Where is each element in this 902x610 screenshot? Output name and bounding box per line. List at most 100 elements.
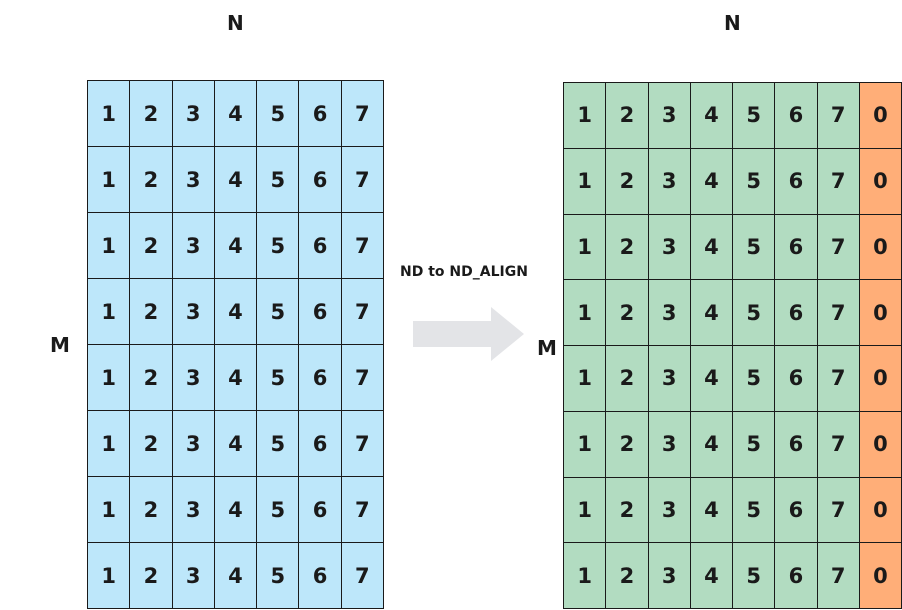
matrix-cell: 2 [130, 411, 173, 477]
matrix-cell: 1 [88, 411, 131, 477]
matrix-cell: 4 [690, 148, 733, 215]
matrix-cell: 3 [648, 280, 691, 346]
matrix-cell: 3 [648, 411, 691, 478]
matrix-cell: 6 [299, 477, 342, 543]
matrix-cell: 4 [690, 543, 733, 609]
matrix-cell: 1 [564, 214, 607, 281]
matrix-cell: 6 [299, 213, 342, 279]
matrix-cell: 4 [214, 213, 258, 279]
matrix-cell: 6 [775, 280, 818, 346]
matrix-cell: 6 [299, 279, 342, 345]
matrix-cell: 1 [88, 279, 131, 345]
aligned-row-axis-label: M [537, 336, 557, 360]
matrix-cell: 5 [257, 411, 300, 477]
matrix-cell: 5 [257, 543, 300, 609]
matrix-cell: 3 [172, 147, 215, 213]
matrix-cell: 7 [817, 543, 860, 609]
matrix-cell: 3 [648, 83, 691, 149]
matrix-cell: 7 [341, 147, 384, 213]
matrix-cell: 6 [299, 81, 342, 147]
matrix-cell: 5 [733, 477, 776, 544]
matrix-cell: 2 [606, 148, 649, 215]
matrix-cell: 7 [341, 213, 384, 279]
matrix-cell: 6 [299, 147, 342, 213]
matrix-cell: 5 [733, 346, 776, 412]
matrix-cell: 4 [214, 345, 258, 411]
matrix-cell: 1 [88, 543, 131, 609]
matrix-cell: 5 [733, 214, 776, 281]
matrix-cell: 1 [564, 346, 607, 412]
matrix-cell: 2 [130, 147, 173, 213]
matrix-cell: 6 [775, 411, 818, 478]
matrix-cell: 4 [690, 477, 733, 544]
matrix-cell: 7 [341, 81, 384, 147]
matrix-cell: 7 [817, 411, 860, 478]
matrix-cell: 4 [214, 477, 258, 543]
transform-label: ND to ND_ALIGN [400, 264, 528, 280]
matrix-cell: 5 [733, 280, 776, 346]
matrix-cell: 4 [214, 279, 258, 345]
matrix-cell: 3 [172, 279, 215, 345]
matrix-cell: 7 [817, 477, 860, 544]
matrix-cell: 6 [299, 543, 342, 609]
matrix-cell: 1 [88, 81, 131, 147]
matrix-cell: 2 [606, 214, 649, 281]
matrix-cell: 2 [130, 477, 173, 543]
matrix-cell: 6 [299, 345, 342, 411]
matrix-cell: 6 [299, 411, 342, 477]
matrix-cell: 2 [606, 83, 649, 149]
aligned-col-axis-label: N [724, 11, 741, 35]
matrix-cell: 7 [817, 214, 860, 281]
matrix-cell: 3 [648, 214, 691, 281]
matrix-cell: 2 [130, 543, 173, 609]
right-arrow-icon [413, 307, 524, 361]
matrix-cell: 1 [88, 477, 131, 543]
matrix-cell: 6 [775, 543, 818, 609]
matrix-cell: 4 [214, 411, 258, 477]
matrix-cell: 1 [88, 213, 131, 279]
matrix-cell: 1 [564, 148, 607, 215]
matrix-cell: 4 [690, 346, 733, 412]
matrix-cell: 4 [214, 543, 258, 609]
matrix-cell: 3 [648, 477, 691, 544]
matrix-cell: 6 [775, 214, 818, 281]
matrix-cell: 6 [775, 346, 818, 412]
matrix-cell: 2 [130, 345, 173, 411]
matrix-cell: 2 [606, 346, 649, 412]
matrix-cell: 3 [172, 213, 215, 279]
matrix-cell: 2 [130, 279, 173, 345]
matrix-cell: 2 [606, 411, 649, 478]
matrix-cell: 7 [341, 543, 384, 609]
matrix-cell: 4 [690, 411, 733, 478]
matrix-cell: 1 [564, 477, 607, 544]
matrix-cell: 3 [648, 148, 691, 215]
matrix-cell: 7 [817, 346, 860, 412]
matrix-cell: 4 [690, 280, 733, 346]
matrix-cell: 3 [172, 411, 215, 477]
source-row-axis-label: M [50, 333, 70, 357]
pad-cell: 0 [859, 346, 902, 412]
matrix-cell: 7 [341, 279, 384, 345]
pad-cell: 0 [859, 477, 902, 544]
pad-cell: 0 [859, 543, 902, 609]
matrix-cell: 5 [257, 477, 300, 543]
matrix-cell: 5 [733, 148, 776, 215]
matrix-cell: 7 [341, 477, 384, 543]
matrix-cell: 5 [257, 81, 300, 147]
pad-cell: 0 [859, 411, 902, 478]
pad-cell: 0 [859, 214, 902, 281]
matrix-cell: 2 [606, 477, 649, 544]
matrix-cell: 1 [564, 83, 607, 149]
matrix-cell: 4 [214, 147, 258, 213]
matrix-cell: 2 [606, 543, 649, 609]
pad-cell: 0 [859, 148, 902, 215]
source-col-axis-label: N [227, 11, 244, 35]
matrix-cell: 6 [775, 477, 818, 544]
matrix-cell: 2 [606, 280, 649, 346]
matrix-cell: 7 [341, 411, 384, 477]
matrix-cell: 1 [88, 147, 131, 213]
matrix-cell: 3 [172, 81, 215, 147]
matrix-cell: 3 [172, 345, 215, 411]
matrix-cell: 4 [214, 81, 258, 147]
